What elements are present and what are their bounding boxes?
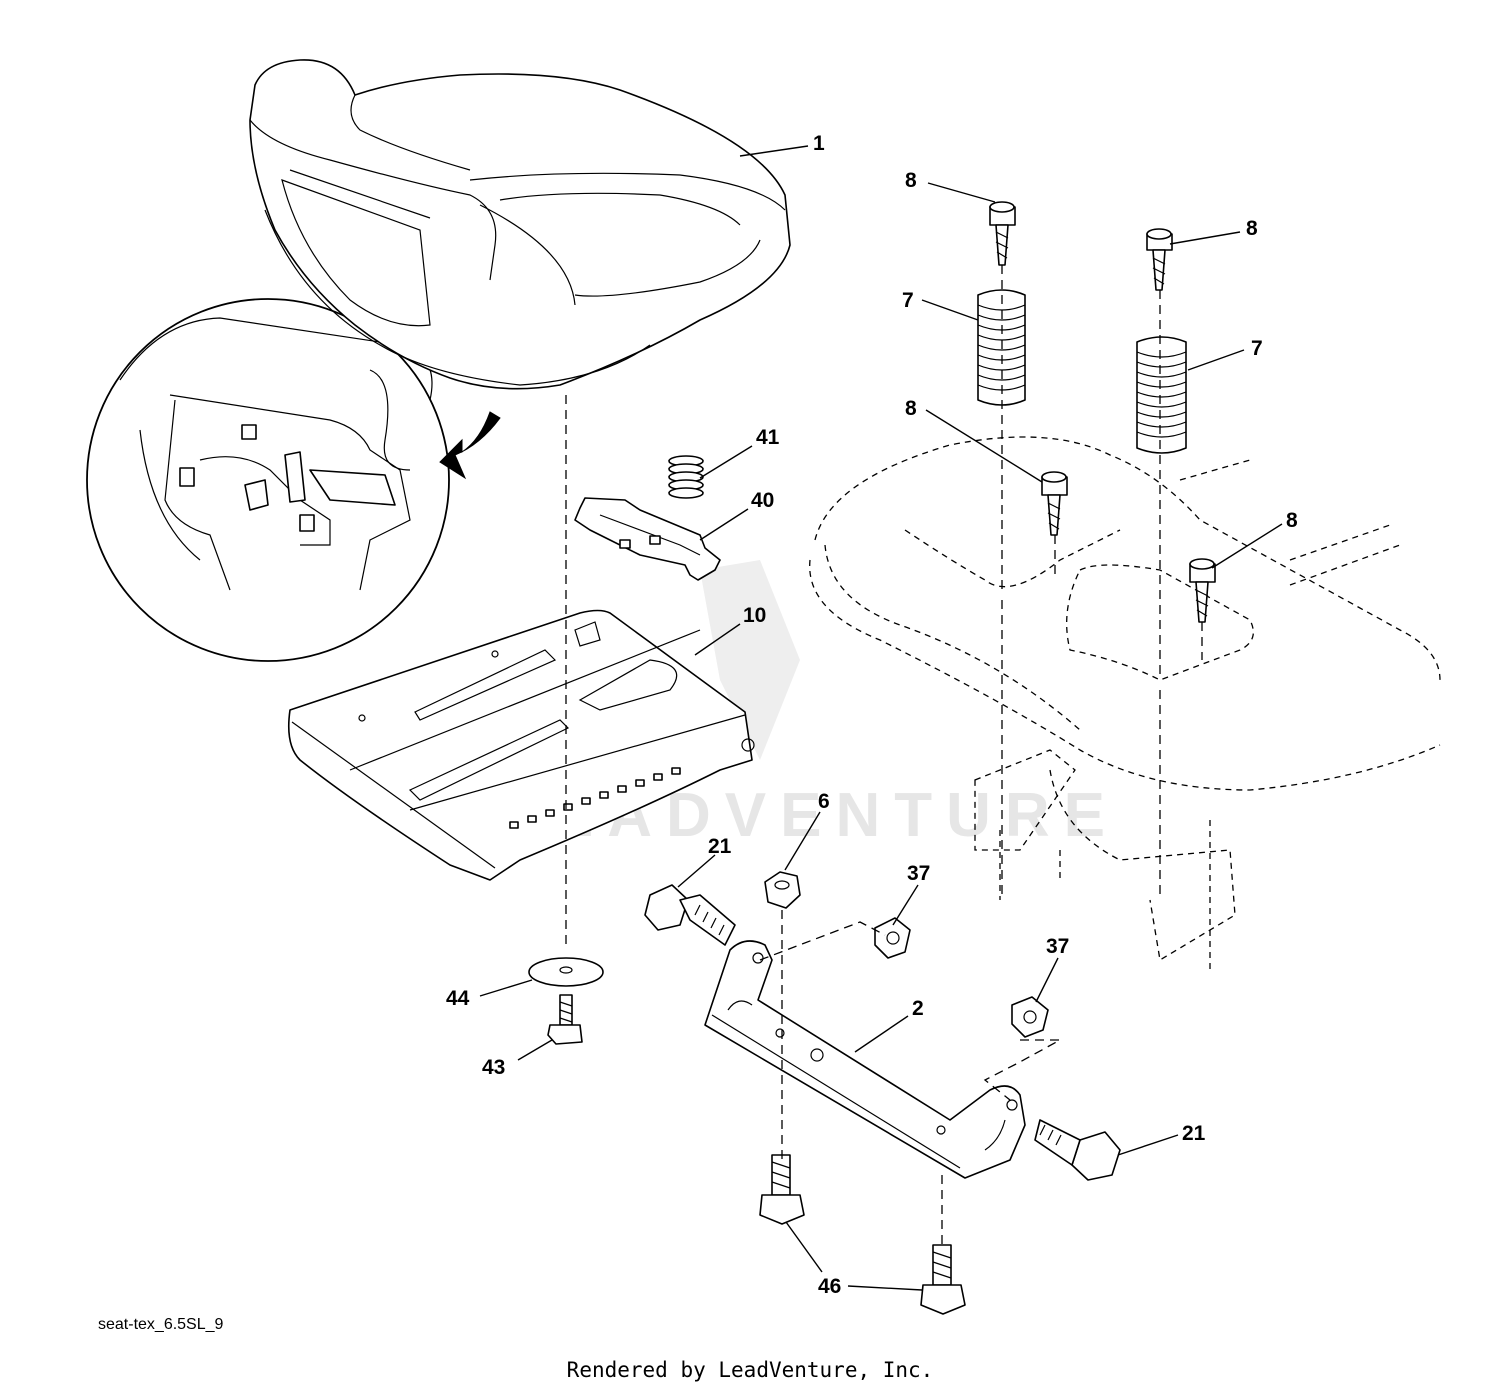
callout-nut-37-upper: 37 — [907, 862, 930, 885]
seat — [249, 59, 791, 390]
footer-credit: Rendered by LeadVenture, Inc. — [566, 1358, 934, 1382]
callout-spring-left: 7 — [902, 289, 914, 312]
seat-pan-adjust-slots — [509, 767, 681, 829]
bolt-8-mid-right — [1189, 558, 1216, 623]
callout-bolt-46: 46 — [818, 1275, 841, 1298]
washer-44 — [528, 957, 604, 987]
callout-bolt-8-mid-right: 8 — [1286, 509, 1298, 532]
leader-lines — [479, 145, 1283, 1291]
bolt-21-left — [644, 884, 736, 946]
bolt-8-mid-left — [1041, 471, 1068, 536]
nut-37-lower — [1011, 996, 1049, 1038]
fender-phantom — [809, 436, 1441, 970]
bolt-46-right — [920, 1244, 966, 1315]
callout-spring-41: 41 — [756, 426, 780, 449]
spring-7-right — [1136, 336, 1187, 454]
callout-screw-43: 43 — [482, 1056, 505, 1079]
callout-seat-pan: 10 — [743, 604, 766, 627]
callout-bolt-8-mid-left: 8 — [905, 397, 917, 420]
nut-37-upper — [874, 917, 911, 959]
clip-40 — [574, 497, 721, 581]
callout-nut-37-lower: 37 — [1046, 935, 1069, 958]
callout-bolt-21-left: 21 — [708, 835, 732, 858]
callout-bolt-8-top-left: 8 — [905, 169, 917, 192]
callout-bolt-8-top-right: 8 — [1246, 217, 1258, 240]
callout-bolt-21-right: 21 — [1182, 1122, 1206, 1145]
seat-bracket — [704, 940, 1026, 1179]
assembly-lines — [565, 265, 1203, 1245]
callout-spring-right: 7 — [1251, 337, 1263, 360]
callout-clip-40: 40 — [751, 489, 774, 512]
bolt-46-left — [759, 1154, 805, 1225]
bolt-8-top-left — [989, 201, 1016, 266]
callout-seat-bracket: 2 — [912, 997, 924, 1020]
callouts: 1 8 8 7 7 8 8 41 40 10 6 21 37 37 2 44 4… — [446, 132, 1298, 1298]
callout-washer-44: 44 — [446, 987, 470, 1010]
callout-hex-nut: 6 — [818, 790, 830, 813]
screw-43 — [547, 994, 583, 1045]
seat-pan — [287, 609, 755, 881]
diagram-code: seat-tex_6.5SL_9 — [98, 1316, 224, 1333]
detail-arrow-icon — [439, 411, 501, 480]
spring-41 — [668, 455, 704, 499]
hex-nut-6 — [764, 871, 801, 909]
bolt-8-top-right — [1146, 228, 1173, 291]
detail-inset — [86, 298, 450, 662]
callout-seat: 1 — [813, 132, 825, 155]
bolt-21-right — [1034, 1119, 1121, 1181]
